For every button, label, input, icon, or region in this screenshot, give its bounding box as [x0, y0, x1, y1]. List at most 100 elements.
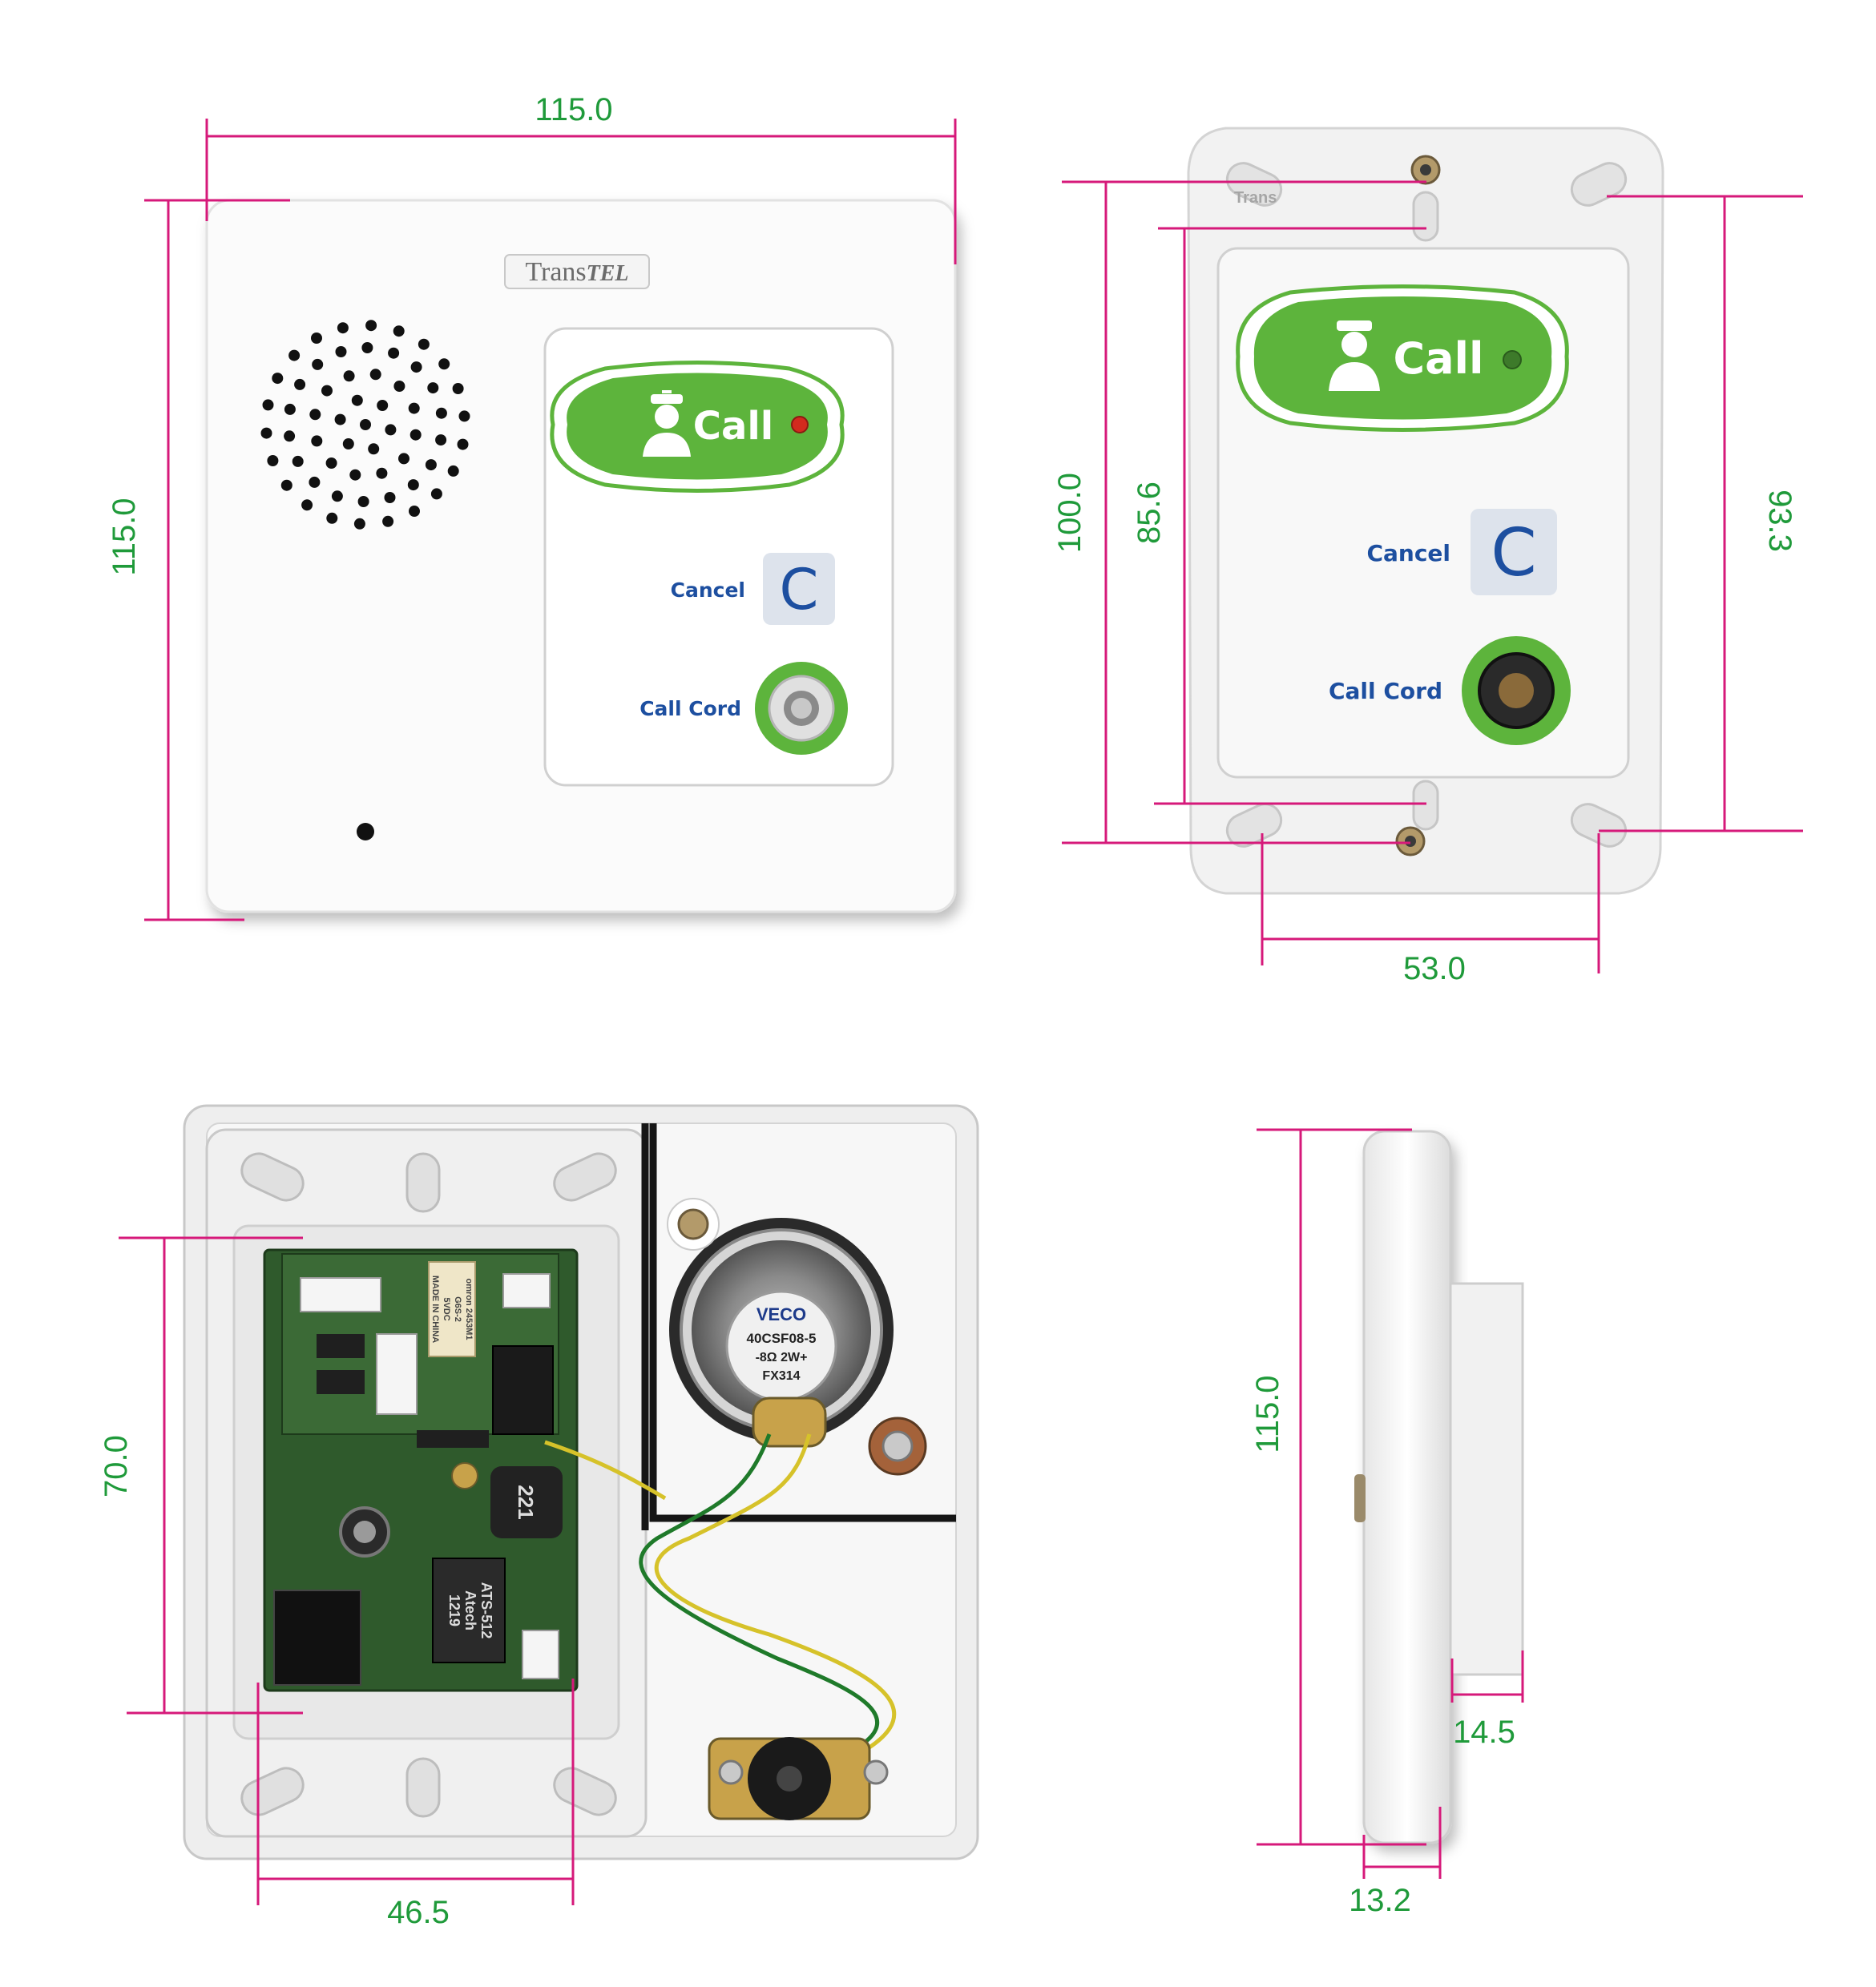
grille-hole: [280, 479, 292, 491]
grille-hole: [408, 402, 420, 414]
grille-hole: [427, 382, 439, 394]
grille-hole: [425, 459, 437, 471]
cancel-key-letter: C: [780, 557, 819, 623]
inner-width-value: 46.5: [387, 1895, 450, 1930]
plate-height-value: 100.0: [1052, 473, 1087, 553]
grille-hole: [337, 322, 349, 334]
housing-screw-top: [667, 1198, 720, 1251]
front-width-value: 115.0: [535, 92, 612, 127]
front-height-value: 115.0: [107, 498, 142, 575]
grille-hole: [361, 342, 373, 353]
mount-call-cord-socket[interactable]: [1462, 636, 1571, 745]
grille-hole: [312, 358, 324, 370]
grille-hole: [342, 438, 354, 449]
grille-hole: [393, 325, 405, 337]
svg-text:ATS-512Atech1219: ATS-512Atech1219: [446, 1582, 494, 1639]
wires: [544, 1433, 897, 1765]
grille-hole: [376, 467, 388, 479]
capacitor: [339, 1506, 390, 1558]
grille-hole: [365, 320, 377, 332]
side-stud: [1354, 1474, 1366, 1522]
mount-screw-top: [1410, 155, 1441, 185]
connector-bottom: [522, 1630, 559, 1679]
connector-top-left: [300, 1277, 381, 1312]
mount-height-dimension: [1599, 195, 1803, 832]
plate-depth-value: 13.2: [1349, 1883, 1411, 1918]
svg-text:221: 221: [514, 1485, 538, 1519]
internal-slots: [240, 1152, 617, 1818]
front-width-dimension: [205, 119, 957, 264]
brand-badge: [504, 254, 650, 289]
mount-call-label: Call: [1393, 333, 1483, 384]
grille-hole: [309, 409, 321, 421]
speaker: VECO 40CSF08-5 -8Ω 2W+ FX314: [669, 1218, 894, 1442]
grille-hole: [457, 438, 469, 450]
grille-hole: [377, 400, 389, 411]
mount-cancel-label: Cancel: [1366, 540, 1450, 566]
housing-screw-side: [868, 1417, 927, 1476]
panel-height-dimension: [1154, 227, 1426, 805]
side-backbox: [1449, 1282, 1524, 1676]
mount-call-cord-label: Call Cord: [1329, 678, 1442, 704]
grille-hole: [438, 358, 450, 370]
inner-width-dimension: [256, 1679, 575, 1905]
grille-hole: [452, 383, 464, 394]
call-cord-socket[interactable]: [755, 662, 848, 755]
grille-hole: [311, 333, 322, 344]
grille-hole: [288, 349, 301, 361]
grille-hole: [385, 424, 397, 436]
microphone-hole: [357, 823, 374, 840]
front-height-dimension: [144, 199, 290, 921]
grille-hole: [260, 427, 272, 439]
grille-hole: [321, 385, 333, 397]
box-depth-dimension: [1450, 1650, 1524, 1703]
chip-row: [317, 1334, 489, 1448]
mount-view: Trans Call Cancel C Call Cord: [1052, 127, 1803, 986]
mount-height-value: 93.3: [1762, 490, 1797, 552]
inductor: 221: [490, 1466, 563, 1538]
grille-hole: [458, 410, 470, 422]
grille-hole: [326, 512, 338, 524]
cable-channel: [641, 1123, 956, 1530]
mount-call-led: [1503, 350, 1522, 369]
grille-hole: [447, 465, 459, 477]
grille-hole: [388, 347, 400, 359]
grille-hole: [368, 443, 380, 455]
brand-logo: TransTEL: [525, 257, 628, 287]
grille-hole: [398, 453, 409, 465]
cancel-button[interactable]: C: [763, 553, 835, 625]
side-height-dimension: [1257, 1128, 1426, 1846]
grille-hole: [349, 469, 361, 481]
side-height-value: 115.0: [1250, 1375, 1285, 1453]
grille-hole: [335, 346, 347, 357]
inner-height-dimension: [119, 1236, 303, 1715]
dc-jack: [492, 1345, 554, 1435]
inner-height-value: 70.0: [99, 1435, 134, 1497]
grille-hole: [430, 488, 442, 500]
rj-socket: [273, 1590, 361, 1686]
speaker-grille: [260, 320, 470, 530]
front-view: TransTEL Call Cancel C Call Cord: [107, 92, 957, 921]
plate-height-dimension: [1062, 180, 1426, 844]
grille-hole: [382, 515, 394, 527]
grille-hole: [334, 413, 346, 425]
call-led: [791, 416, 809, 433]
call-label: Call: [693, 404, 774, 449]
mount-cancel-button[interactable]: C: [1471, 509, 1557, 595]
grille-hole: [311, 435, 323, 447]
nurse-icon: [643, 390, 691, 457]
grille-hole: [351, 394, 363, 406]
svg-text:40CSF08-5: 40CSF08-5: [747, 1331, 817, 1346]
svg-text:VECO: VECO: [756, 1304, 806, 1324]
plate-imprint: Trans: [1234, 189, 1277, 207]
call-button[interactable]: Call: [550, 361, 845, 493]
grille-hole: [272, 373, 284, 385]
grille-hole: [284, 430, 296, 442]
grille-hole: [409, 506, 420, 517]
internal-view: omron 2453M1G6S-25VDCMADE IN CHINA 221 A…: [99, 1104, 979, 1930]
plate-depth-dimension: [1362, 1807, 1442, 1879]
mount-call-button[interactable]: Call: [1236, 284, 1569, 432]
grille-hole: [301, 499, 313, 511]
grille-hole: [409, 429, 422, 441]
